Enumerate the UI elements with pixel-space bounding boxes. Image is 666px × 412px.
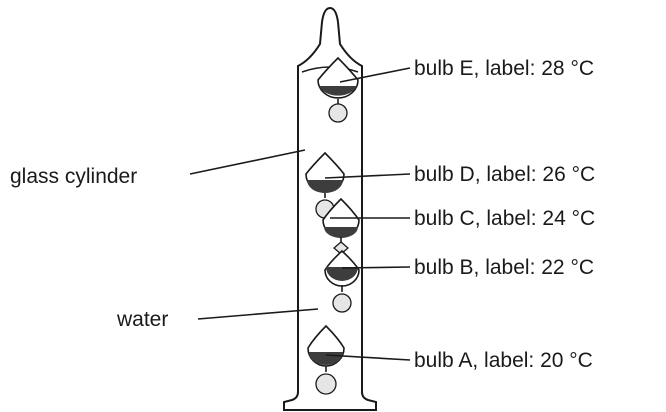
label-bulb-a: bulb A, label: 20 °C [414,349,593,372]
leader-line-bulb-e [339,67,411,83]
leader-line-bulb-a [325,354,411,361]
label-water: water [116,308,168,331]
bulb-c [322,197,360,255]
leader-line-water [197,308,319,320]
label-glass-cylinder: glass cylinder [10,165,137,188]
bulb-b [324,249,360,313]
leader-line-glass-cylinder [189,149,306,175]
label-bulb-b: bulb B, label: 22 °C [414,256,594,279]
label-bulb-e: bulb E, label: 28 °C [414,57,594,80]
leader-line-bulb-d [324,173,411,179]
label-bulb-c: bulb C, label: 24 °C [414,207,595,230]
label-bulb-d: bulb D, label: 26 °C [414,163,595,186]
bulb-e [317,56,359,123]
leader-line-bulb-b [341,266,411,269]
